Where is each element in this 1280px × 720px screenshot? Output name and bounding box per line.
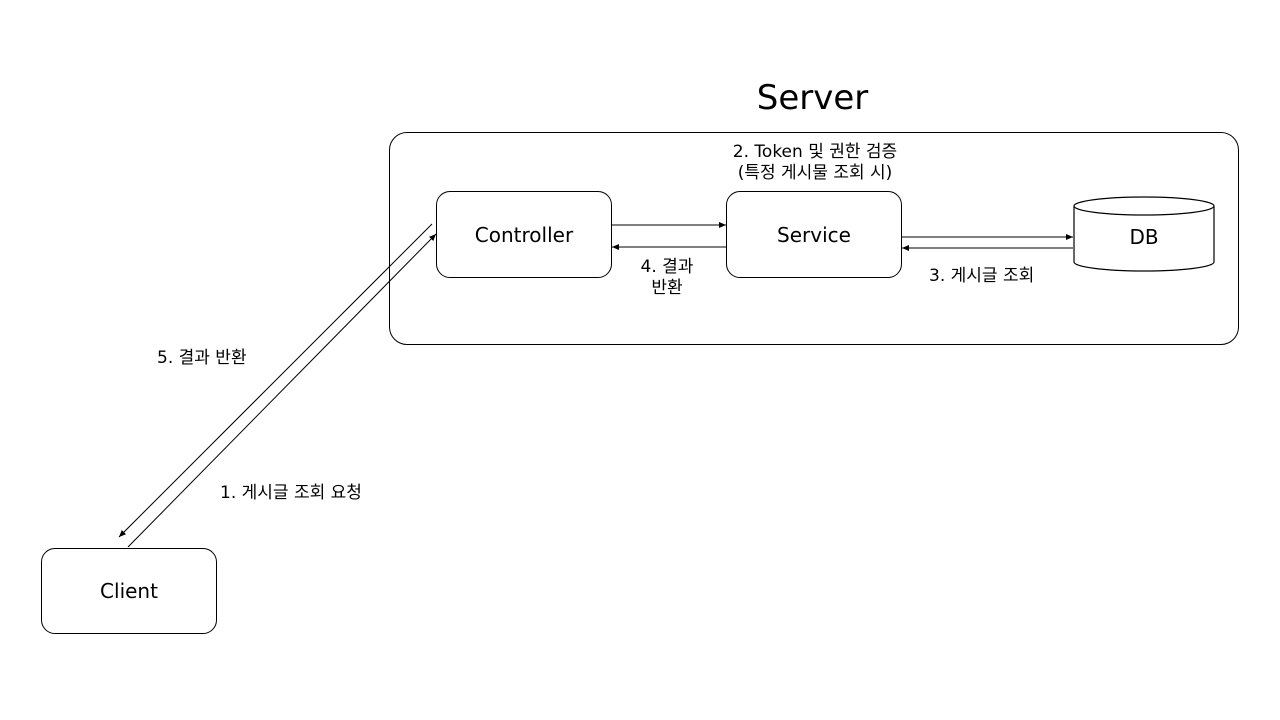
step2-line2: (특정 게시물 조회 시) <box>737 163 893 183</box>
client-label: Client <box>100 579 158 603</box>
server-boundary <box>389 132 1239 345</box>
service-node: Service <box>726 191 902 278</box>
step5-label: 5. 결과 반환 <box>157 348 247 368</box>
client-node: Client <box>41 548 217 634</box>
step3-label: 3. 게시글 조회 <box>929 266 1035 286</box>
step4-line2: 반환 <box>651 278 683 298</box>
db-label: DB <box>1129 225 1159 249</box>
controller-node: Controller <box>436 191 612 278</box>
service-label: Service <box>777 222 851 247</box>
step2-label: 2. Token 및 권한 검증 (특정 게시물 조회 시) <box>700 142 930 184</box>
step4-line1: 4. 결과 <box>640 257 694 277</box>
step1-label: 1. 게시글 조회 요청 <box>220 483 362 503</box>
step2-line1: 2. Token 및 권한 검증 <box>732 142 898 162</box>
arrow-client-to-controller <box>127 233 437 548</box>
server-title: Server <box>756 78 869 118</box>
arrow-controller-to-client <box>118 223 433 538</box>
step4-label: 4. 결과 반환 <box>622 257 712 299</box>
controller-label: Controller <box>474 222 574 247</box>
db-cylinder <box>1073 196 1215 272</box>
